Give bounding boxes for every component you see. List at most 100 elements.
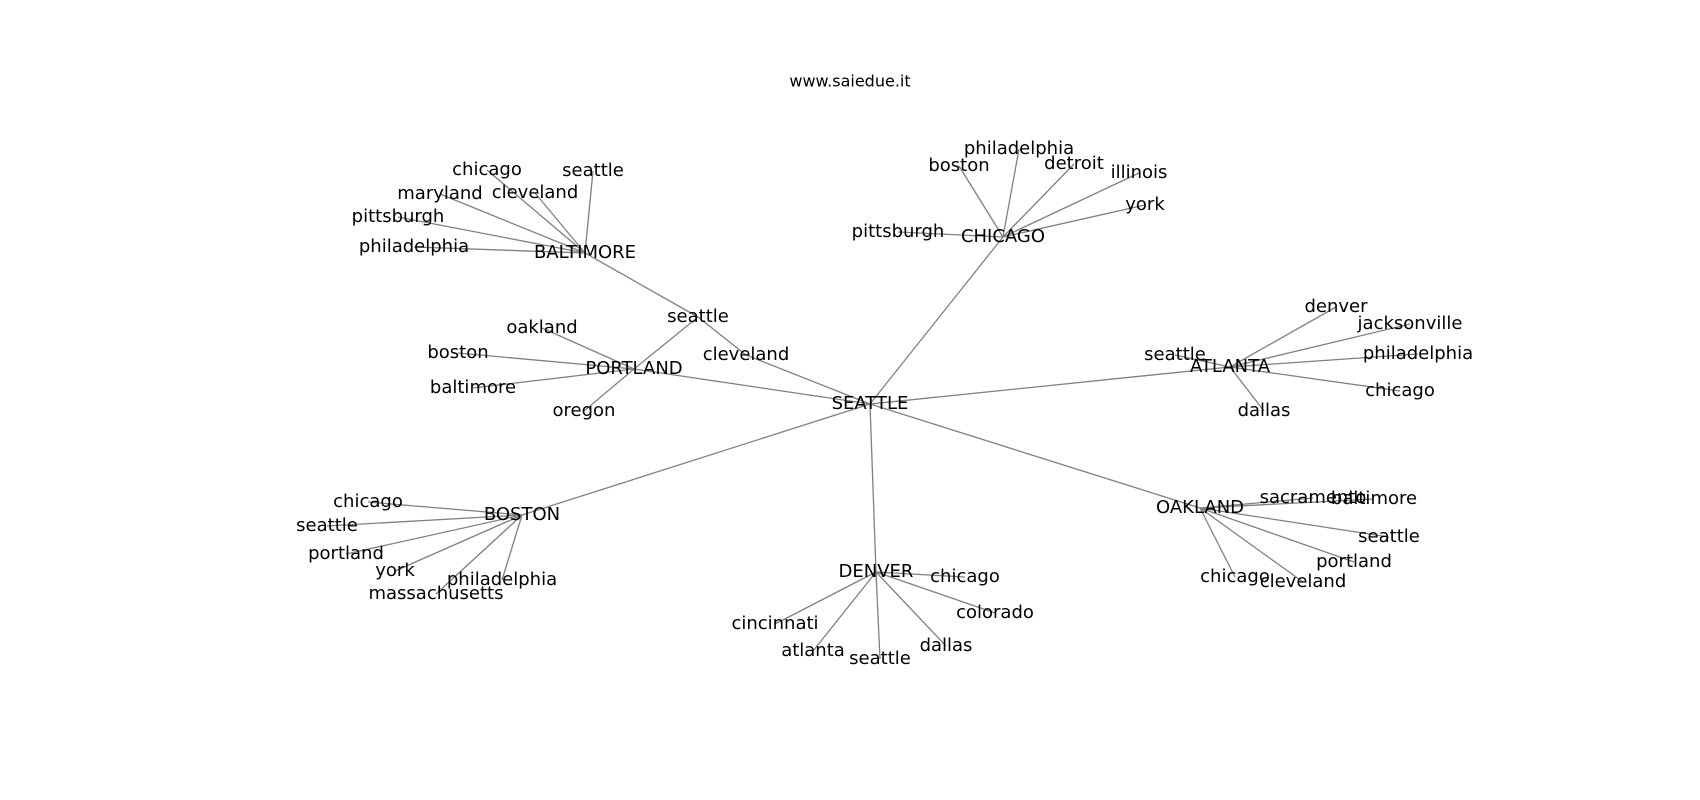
edge-chicago-chi-illinois <box>1002 172 1140 238</box>
node-label-atl-philadelphia: philadelphia <box>1363 343 1473 364</box>
node-label-den-chicago: chicago <box>930 566 1000 587</box>
node-label-chi-illinois: illinois <box>1111 162 1168 183</box>
node-label-den-dallas: dallas <box>920 635 973 656</box>
edge-boston-bos-massachusetts <box>435 514 523 595</box>
edge-boston-bos-chicago <box>367 501 523 516</box>
edge-boston-bos-york <box>394 514 523 572</box>
node-label-den-seattle: seattle <box>849 648 911 669</box>
node-label-bos-philadelphia: philadelphia <box>447 569 557 590</box>
node-label-chi-boston: boston <box>928 155 989 176</box>
node-label-oak-sacramento: sacramento <box>1260 487 1367 508</box>
node-label-atl-dallas: dallas <box>1238 400 1291 421</box>
edge-cleveland-hub-seattle-hub <box>697 316 747 356</box>
nodes-group: SEATTLE BALTIMORE CHICAGO PORTLAND ATLANTA BO… <box>296 138 1473 669</box>
edge-seattle-cleveland-hub <box>745 354 871 405</box>
node-label-chi-york: york <box>1125 194 1165 215</box>
edge-denver-den-cincinnati <box>774 571 877 625</box>
node-label-bos-portland: portland <box>308 543 384 564</box>
node-label-oak-chicago: chicago <box>1200 566 1270 587</box>
edge-chicago-chi-philadelphia <box>1002 148 1020 238</box>
edge-seattle-oakland <box>869 403 1201 509</box>
node-label-bal-philadelphia: philadelphia <box>359 236 469 257</box>
node-label-oak-portland: portland <box>1316 551 1392 572</box>
node-label-bal-chicago: chicago <box>452 159 522 180</box>
edge-portland-por-boston <box>457 352 635 370</box>
node-label-bos-chicago: chicago <box>333 491 403 512</box>
node-label-atl-jacksonville: jacksonville <box>1357 313 1463 334</box>
node-label-chi-philadelphia: philadelphia <box>964 138 1074 159</box>
node-label-boston: BOSTON <box>484 504 560 525</box>
edge-chicago-chi-pittsburgh <box>897 231 1004 238</box>
node-label-den-cincinnati: cincinnati <box>731 613 818 634</box>
node-label-atl-chicago: chicago <box>1365 380 1435 401</box>
edge-denver-den-seattle <box>875 571 881 660</box>
edge-chicago-chi-york <box>1002 204 1146 238</box>
edges-group <box>326 148 1419 660</box>
node-label-chi-detroit: detroit <box>1044 153 1104 174</box>
node-label-oakland: OAKLAND <box>1156 497 1244 518</box>
edge-atlanta-atl-dallas <box>1229 366 1265 412</box>
edge-oakland-oak-chicago <box>1199 507 1236 578</box>
edge-oakland-oak-seattle <box>1199 507 1390 538</box>
edge-atlanta-atl-seattle <box>1174 354 1231 368</box>
node-label-baltimore: BALTIMORE <box>534 242 636 263</box>
edge-portland-por-oakland <box>541 327 635 370</box>
node-label-atl-seattle: seattle <box>1144 344 1206 365</box>
edge-denver-den-dallas <box>875 571 947 647</box>
node-label-bos-seattle: seattle <box>296 515 358 536</box>
edge-seattle-hub-baltimore <box>584 252 699 318</box>
edge-denver-den-colorado <box>875 571 996 614</box>
edge-portland-por-baltimore <box>472 368 635 389</box>
node-label-chi-pittsburgh: pittsburgh <box>852 221 945 242</box>
edge-atlanta-atl-denver <box>1229 306 1337 368</box>
node-label-portland: PORTLAND <box>585 358 682 379</box>
node-label-den-colorado: colorado <box>956 602 1034 623</box>
node-label-chicago: CHICAGO <box>961 226 1045 247</box>
node-label-seattle-hub: seattle <box>667 306 729 327</box>
node-label-por-oakland: oakland <box>506 317 577 338</box>
edge-seattle-boston <box>521 403 871 516</box>
edge-baltimore-bal-pittsburgh <box>397 216 586 254</box>
node-label-atlanta: ATLANTA <box>1190 356 1271 377</box>
edge-boston-bos-philadelphia <box>501 514 523 581</box>
edge-oakland-oak-cleveland <box>1199 507 1304 583</box>
node-label-cleveland-hub: cleveland <box>703 344 790 365</box>
edge-portland-seattle-hub <box>633 316 699 370</box>
edge-baltimore-bal-chicago <box>486 169 586 254</box>
node-label-denver: DENVER <box>839 561 914 582</box>
node-label-bos-massachusetts: massachusetts <box>368 583 503 604</box>
edge-baltimore-bal-maryland <box>439 193 586 254</box>
edge-baltimore-bal-seattle <box>584 170 594 254</box>
node-label-bos-york: york <box>375 560 415 581</box>
node-label-oak-baltimore: baltimore <box>1331 488 1417 509</box>
node-label-por-oregon: oregon <box>553 400 616 421</box>
edge-portland-por-oregon <box>583 368 635 412</box>
edge-baltimore-bal-philadelphia <box>413 246 586 254</box>
node-label-por-baltimore: baltimore <box>430 377 516 398</box>
node-label-bal-pittsburgh: pittsburgh <box>352 206 445 227</box>
edge-atlanta-atl-philadelphia <box>1229 353 1419 368</box>
edge-seattle-denver <box>869 403 877 573</box>
node-label-oak-seattle: seattle <box>1358 526 1420 547</box>
edge-oakland-oak-baltimore <box>1199 498 1375 509</box>
edge-atlanta-atl-chicago <box>1229 366 1401 392</box>
node-label-bal-cleveland: cleveland <box>492 182 579 203</box>
edge-chicago-chi-detroit <box>1002 163 1075 238</box>
node-label-oak-cleveland: cleveland <box>1260 571 1347 592</box>
node-label-seattle: SEATTLE <box>832 393 909 414</box>
edge-atlanta-atl-jacksonville <box>1229 323 1411 368</box>
edge-oakland-oak-sacramento <box>1199 497 1314 509</box>
edge-oakland-oak-portland <box>1199 507 1355 563</box>
node-label-por-boston: boston <box>427 342 488 363</box>
node-label-den-atlanta: atlanta <box>781 640 845 661</box>
site-title: www.saiedue.it <box>789 72 910 91</box>
edge-baltimore-bal-cleveland <box>534 192 586 254</box>
edge-boston-bos-seattle <box>326 514 523 527</box>
edge-denver-den-atlanta <box>812 571 877 652</box>
edge-seattle-portland <box>633 368 871 405</box>
node-label-bal-seattle: seattle <box>562 160 624 181</box>
edge-chicago-chi-boston <box>958 165 1004 238</box>
edge-boston-bos-portland <box>345 514 523 555</box>
node-label-atl-denver: denver <box>1304 296 1368 317</box>
